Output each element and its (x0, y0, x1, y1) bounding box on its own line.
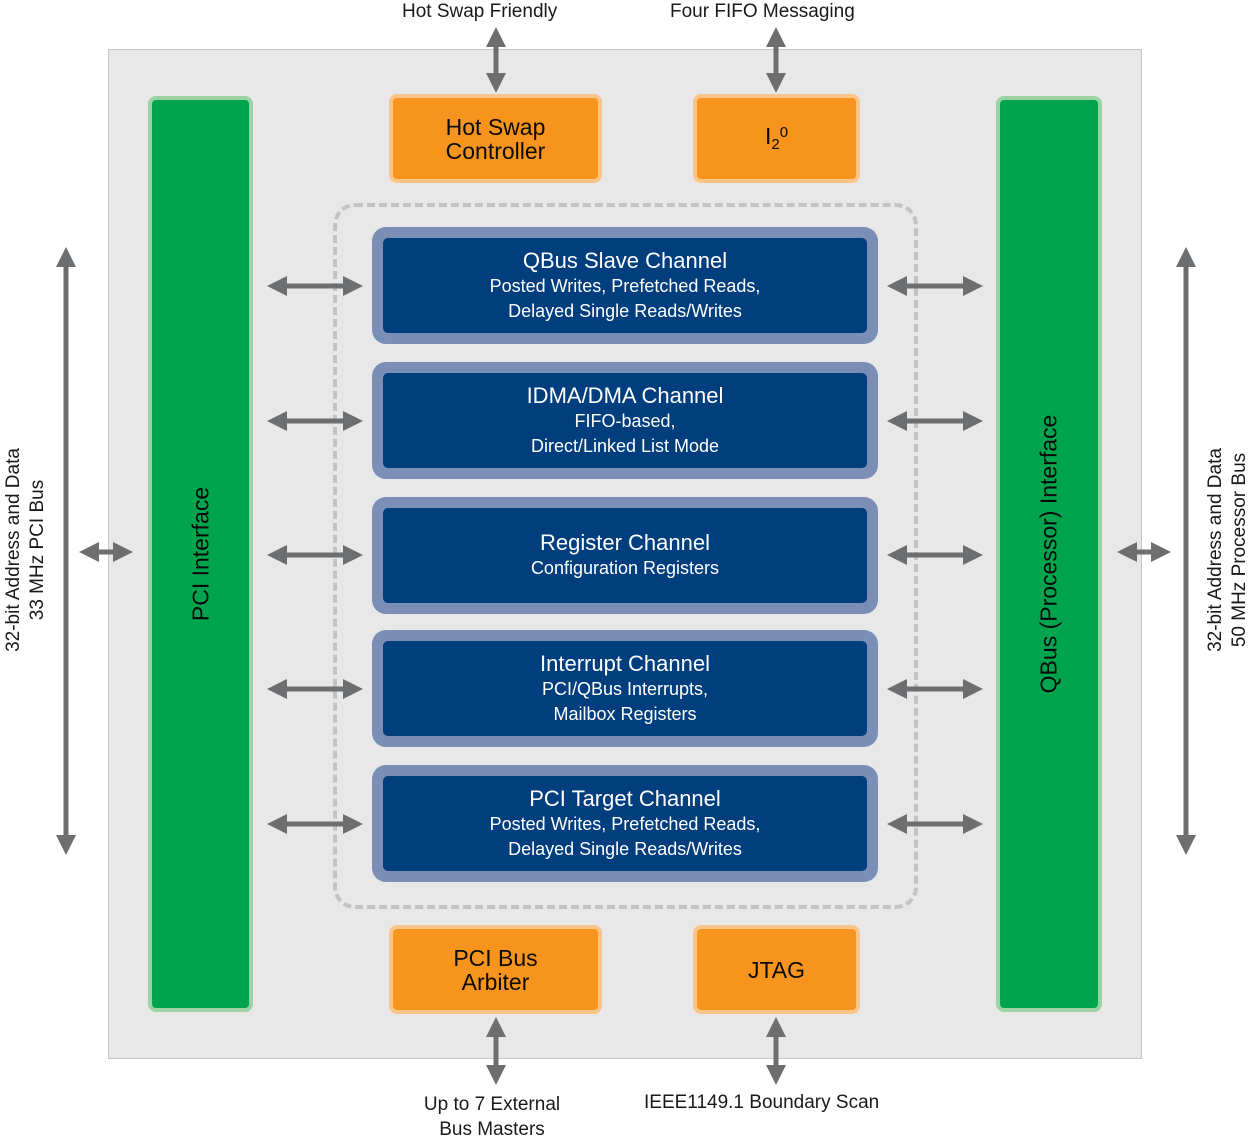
processor-bus-label-line2: 50 MHz Processor Bus (1229, 452, 1250, 648)
processor-bus-label-line1: 32-bit Address and Data (1205, 448, 1226, 652)
i2o-sup: 0 (779, 123, 789, 141)
channel-detail: Direct/Linked List Mode (530, 435, 720, 456)
channel-title: QBus Slave Channel (522, 247, 728, 273)
jtag-label: JTAG (747, 956, 806, 983)
channel-title: Register Channel (540, 530, 710, 555)
channel-title: Interrupt Channel (540, 650, 710, 676)
pci-bus-arbiter: PCI Bus Arbiter (389, 925, 602, 1014)
bus-masters-label: Up to 7 External Bus Masters (412, 1092, 572, 1142)
bus-masters-line2: Bus Masters (439, 1119, 545, 1140)
channel-detail: Configuration Registers (530, 558, 720, 578)
i2o-base: I (764, 122, 772, 149)
pci-bus-label: 32-bit Address and Data 33 MHz PCI Bus (2, 448, 50, 652)
hot-swap-controller: Hot Swap Controller (389, 94, 602, 183)
hot-swap-friendly-label: Hot Swap Friendly (402, 1, 558, 22)
register-channel: Register Channel Configuration Registers (372, 497, 878, 614)
hot-swap-line1: Hot Swap (445, 113, 546, 140)
qbus-slave-channel: QBus Slave Channel Posted Writes, Prefet… (372, 227, 878, 344)
four-fifo-messaging-label: Four FIFO Messaging (670, 1, 855, 22)
i2o-sub: 2 (771, 135, 780, 153)
jtag-block: JTAG (693, 925, 860, 1014)
pci-bus-label-line1: 32-bit Address and Data (3, 448, 24, 652)
channel-title: PCI Target Channel (529, 785, 721, 811)
pci-bus-label-line2: 33 MHz PCI Bus (27, 479, 48, 621)
pci-target-channel: PCI Target Channel Posted Writes, Prefet… (372, 765, 878, 882)
channel-detail: PCI/QBus Interrupts, (541, 678, 709, 699)
channel-detail: FIFO-based, (574, 410, 676, 431)
arbiter-line2: Arbiter (461, 968, 530, 995)
boundary-scan-label: IEEE1149.1 Boundary Scan (644, 1092, 880, 1113)
processor-bus-label: 32-bit Address and Data 50 MHz Processor… (1204, 448, 1252, 652)
channel-title: IDMA/DMA Channel (526, 382, 724, 408)
idma-dma-channel: IDMA/DMA Channel FIFO-based, Direct/Link… (372, 362, 878, 479)
qbus-interface: QBus (Processor) Interface (996, 96, 1102, 1012)
arbiter-line1: PCI Bus (453, 944, 538, 971)
channel-detail: Delayed Single Reads/Writes (508, 300, 742, 321)
hot-swap-line2: Controller (445, 137, 546, 164)
i2o-block: I20 (693, 94, 860, 183)
interrupt-channel: Interrupt Channel PCI/QBus Interrupts, M… (372, 630, 878, 747)
pci-interface: PCI Interface (148, 96, 253, 1012)
channel-detail: Posted Writes, Prefetched Reads, (489, 813, 761, 834)
channel-detail: Delayed Single Reads/Writes (508, 838, 742, 859)
channel-detail: Mailbox Registers (553, 703, 697, 724)
bus-masters-line1: Up to 7 External (423, 1094, 561, 1115)
channel-detail: Posted Writes, Prefetched Reads, (489, 275, 761, 296)
